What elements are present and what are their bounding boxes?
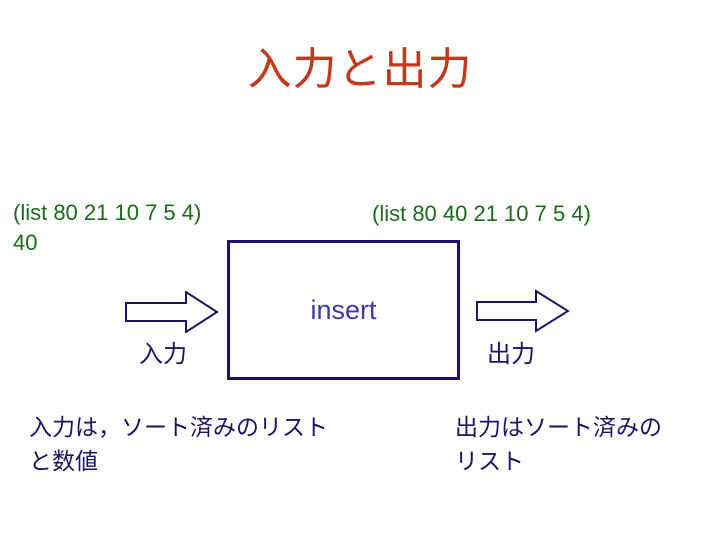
output-caption: 出力はソート済みのリスト [455, 410, 685, 478]
output-arrow-icon [476, 289, 570, 333]
output-expression-block: (list 80 40 21 10 7 5 4) [372, 199, 702, 229]
input-expression-line-2: 40 [13, 230, 38, 255]
input-caption: 入力は，ソート済みのリストと数値 [29, 410, 429, 478]
input-expression-line-1: (list 80 21 10 7 5 4) [13, 200, 202, 225]
output-caption-line-2: リスト [455, 448, 524, 474]
page-title: 入力と出力 [247, 45, 473, 94]
process-box [227, 240, 460, 380]
input-arrow-label: 入力 [139, 341, 187, 368]
input-expression-block: (list 80 21 10 7 5 4) 40 [13, 198, 343, 258]
output-arrow-label: 出力 [487, 341, 535, 368]
output-expression-line-1: (list 80 40 21 10 7 5 4) [372, 201, 591, 226]
process-box-label: insert [310, 295, 377, 325]
input-caption-line-1: 入力は，ソート済みのリスト [29, 414, 328, 440]
input-arrow-icon [125, 291, 219, 333]
output-caption-line-1: 出力はソート済みの [455, 414, 662, 440]
input-caption-line-2: と数値 [29, 448, 98, 474]
